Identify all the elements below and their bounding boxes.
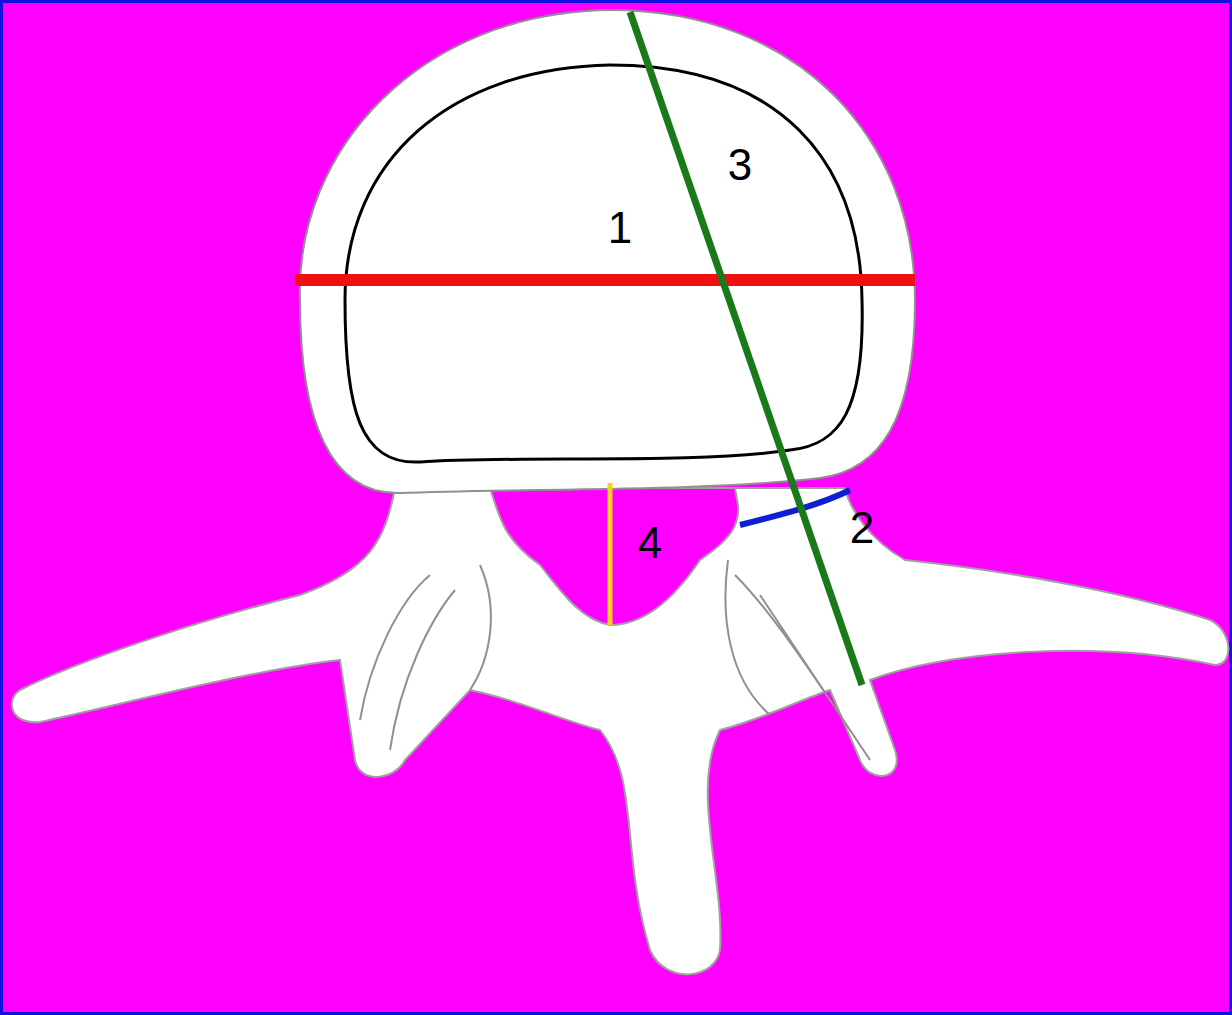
facet-left bbox=[360, 565, 491, 750]
spinal-canal bbox=[490, 488, 738, 625]
measure-line-yellow bbox=[608, 483, 613, 625]
cortex-outline bbox=[345, 65, 862, 462]
callout-number: 3 bbox=[728, 143, 752, 187]
facet-right bbox=[725, 560, 870, 760]
callout-number: 4 bbox=[638, 521, 662, 565]
callout-number: 1 bbox=[608, 206, 632, 250]
measure-line-red bbox=[295, 274, 915, 286]
measure-line-green bbox=[630, 12, 862, 685]
callout-number: 2 bbox=[850, 506, 874, 550]
posterior-arch bbox=[12, 488, 1229, 974]
vertebral-body bbox=[300, 10, 915, 493]
